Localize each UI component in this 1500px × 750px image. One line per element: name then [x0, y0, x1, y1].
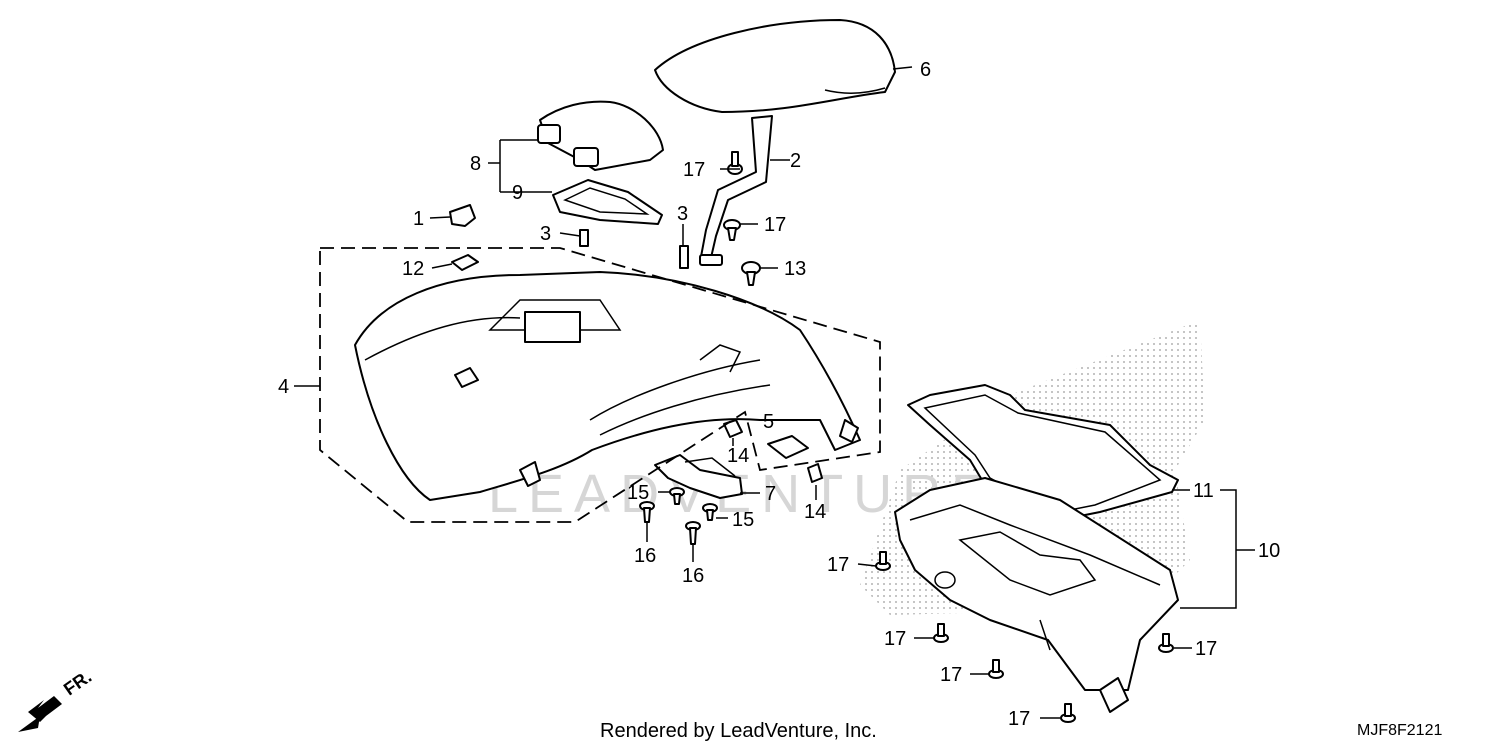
callout-2: 2	[790, 150, 801, 172]
callout-17-box-right: 17	[1195, 638, 1217, 660]
callout-15-left: 15	[627, 482, 649, 504]
callout-6: 6	[920, 59, 931, 81]
callout-17-box-lower2: 17	[940, 664, 962, 686]
callout-16-left: 16	[634, 545, 656, 567]
callout-labels: 6 2 8 9 17 1 3 3 17 12 13 4 5 14 14 7 15…	[278, 59, 1280, 730]
part-7-hinge-bracket[interactable]	[654, 454, 743, 499]
callout-14-right: 14	[804, 501, 826, 523]
callout-4: 4	[278, 376, 289, 398]
callout-17-mid: 17	[764, 214, 786, 236]
part-16-screw-left[interactable]	[639, 501, 655, 523]
group-outline-part-4	[319, 247, 881, 523]
callout-17-box-bottom: 17	[1008, 708, 1030, 730]
part-14-nut-right[interactable]	[807, 463, 823, 483]
part-14-nut-left[interactable]	[723, 419, 743, 438]
callout-17-top: 17	[683, 159, 705, 181]
callout-11: 11	[1193, 480, 1214, 502]
callout-3-right: 3	[677, 203, 688, 225]
callout-1: 1	[413, 208, 424, 230]
diagram-code: MJF8F2121	[1357, 722, 1443, 739]
callout-17-box-lower1: 17	[884, 628, 906, 650]
callout-7: 7	[765, 483, 776, 505]
part-3-bolt-left[interactable]	[579, 229, 589, 247]
part-17-screw-top[interactable]	[727, 151, 743, 175]
part-4-rear-cowl[interactable]	[354, 271, 861, 501]
part-16-screw-right[interactable]	[685, 521, 701, 545]
callout-12: 12	[402, 258, 424, 280]
callout-17-box-left: 17	[827, 554, 849, 576]
part-10-luggage-box[interactable]	[894, 477, 1179, 713]
part-2-stay-bracket[interactable]	[699, 115, 773, 266]
part-13-screw[interactable]	[741, 261, 761, 286]
front-direction-arrow-icon	[18, 696, 62, 732]
callout-9: 9	[512, 182, 523, 204]
part-15-screw-right[interactable]	[702, 503, 718, 521]
callout-3-left: 3	[540, 223, 551, 245]
callout-15-right: 15	[732, 509, 754, 531]
callout-8: 8	[470, 153, 481, 175]
part-15-screw-left[interactable]	[669, 487, 685, 505]
part-12-grommet[interactable]	[451, 254, 479, 271]
callout-14-left: 14	[727, 445, 749, 467]
part-11-box-seal[interactable]	[907, 384, 1179, 521]
part-5-pad[interactable]	[767, 435, 809, 459]
part-6-seat-cover[interactable]	[654, 19, 896, 113]
part-9-seal-ring[interactable]	[552, 179, 663, 225]
part-17-screw-mid[interactable]	[723, 219, 741, 241]
render-credit: Rendered by LeadVenture, Inc.	[600, 720, 877, 742]
part-1-clip[interactable]	[449, 204, 476, 227]
callout-10: 10	[1258, 540, 1280, 562]
callout-5: 5	[763, 411, 774, 433]
part-3-bolt-right[interactable]	[679, 245, 689, 269]
leader-lines	[294, 66, 1255, 719]
part-17-screw-box-lower1[interactable]	[933, 623, 949, 643]
callout-13: 13	[784, 258, 806, 280]
part-17-screw-box-bottom[interactable]	[1060, 703, 1076, 723]
callout-16-right: 16	[682, 565, 704, 587]
part-17-screw-box-right[interactable]	[1158, 633, 1174, 653]
part-8-pocket-lid[interactable]	[537, 100, 664, 171]
part-17-screw-box-lower2[interactable]	[988, 659, 1004, 679]
